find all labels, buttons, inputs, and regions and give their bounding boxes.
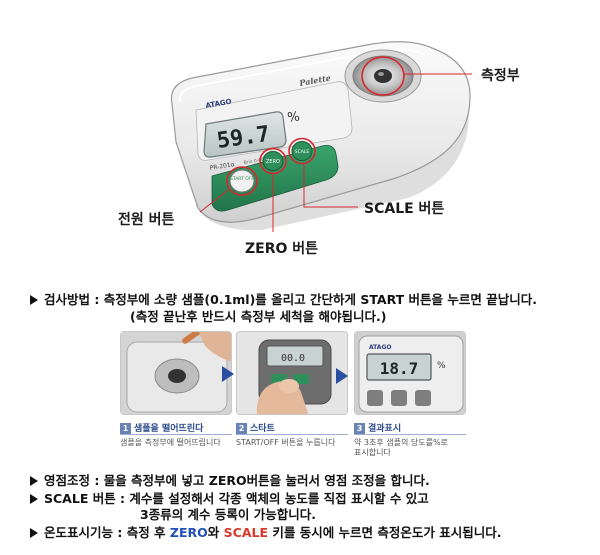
- bullet-triangle-icon: [30, 476, 38, 486]
- method-text: 측정부에 소량 샘플(0.1ml)를 올리고 간단하게 START 버튼을 누르…: [103, 292, 537, 307]
- scale-callout-label: SCALE 버튼: [364, 201, 445, 217]
- method-line: 검사방법 : 측정부에 소량 샘플(0.1ml)를 올리고 간단하게 START…: [30, 289, 537, 308]
- temp-display-pre: 측정 후: [126, 525, 170, 540]
- zero-adjust-line: 영점조정 : 물을 측정부에 넣고 ZERO버튼을 눌러서 영점 조정을 합니다…: [30, 470, 430, 489]
- step-3-brand: ATAGO: [369, 344, 391, 351]
- temp-display-label: 온도표시기능 :: [44, 525, 127, 540]
- start-off-button[interactable]: START OFF: [229, 169, 255, 193]
- temp-display-post: 키를 동시에 누르면 측정온도가 표시됩니다.: [268, 525, 502, 540]
- zero-callout-label: ZERO 버튼: [245, 241, 319, 257]
- step-2-divider: [236, 434, 348, 435]
- prism-callout-label: 측정부: [481, 68, 520, 84]
- step-3-description: 약 3초후 샘플의 당도를%로 표시합니다: [354, 438, 448, 457]
- method-label: 검사방법 :: [44, 292, 104, 307]
- start-off-button-label: START OFF: [230, 176, 254, 182]
- scale-button-line: SCALE 버튼 : 계수를 설정해서 각종 액체의 농도를 직접 표시할 수 …: [30, 488, 429, 507]
- scale-button[interactable]: SCALE: [291, 141, 313, 161]
- step-3-title-text: 결과표시: [368, 424, 402, 434]
- step-3-unit: %: [437, 361, 446, 371]
- zero-button-label: ZERO: [266, 159, 280, 165]
- temp-display-zero: ZERO: [169, 525, 208, 540]
- scale-button-desc-label: SCALE 버튼 :: [44, 491, 130, 506]
- step-2-description: START/OFF 버튼을 누릅니다: [236, 438, 336, 447]
- step-1-description: 샘플을 측정부에 떨어뜨립니다: [120, 438, 221, 447]
- step-arrow-1: [336, 368, 348, 384]
- bullet-triangle-icon: [30, 494, 38, 504]
- scale-callout-ring: [288, 137, 316, 165]
- step-arrow-0: [222, 366, 234, 382]
- power-callout-label: 전원 버튼: [118, 212, 175, 228]
- temp-display-scale: SCALE: [223, 525, 268, 540]
- temp-display-line: 온도표시기능 : 측정 후 ZERO와 SCALE 키를 동시에 누르면 측정온…: [30, 522, 502, 541]
- bullet-triangle-icon: [30, 295, 38, 305]
- lcd-unit: %: [286, 109, 300, 126]
- step-2-number: 2: [236, 423, 247, 434]
- power-callout-ring: [226, 166, 258, 196]
- bullet-triangle-icon: [30, 528, 38, 538]
- step-1-divider: [120, 434, 232, 435]
- model-range: Brix 0-60%: [243, 156, 269, 166]
- step-2-photo: 00.0: [236, 331, 348, 415]
- prism-callout-ring: [361, 56, 405, 96]
- step-3-number: 3: [354, 423, 365, 434]
- step-3-photo: ATAGO 18.7 %: [354, 331, 466, 415]
- prism-sample-well: [344, 49, 422, 103]
- scale-button-desc-text: 계수를 설정해서 각종 액체의 농도를 직접 표시할 수 있고: [129, 491, 429, 506]
- refractometer-illustration: 59.7 % ATAGO Palette PR-201α Brix 0-60% …: [170, 41, 472, 232]
- step-3-reading: 18.7: [380, 359, 419, 378]
- step-3-divider: [354, 434, 466, 435]
- svg-text:00.0: 00.0: [281, 353, 305, 364]
- zero-adjust-label: 영점조정 :: [44, 473, 104, 488]
- step-1-photo: [120, 331, 232, 415]
- step-1-title-text: 샘플을 떨어뜨린다: [134, 424, 204, 434]
- zero-callout-ring: [259, 147, 287, 175]
- temp-display-mid: 와: [207, 525, 224, 540]
- scale-leader-line: [303, 164, 358, 208]
- method-note: (측정 끝난후 반드시 측정부 세척을 해야됩니다.): [130, 309, 387, 324]
- step-2-title-text: 스타트: [250, 424, 275, 434]
- model-name: PR-201α: [209, 161, 235, 172]
- scale-button-desc-text-2: 3종류의 계수 등록이 가능합니다.: [140, 507, 317, 522]
- power-leader-line: [199, 189, 229, 213]
- zero-button[interactable]: ZERO: [262, 151, 284, 171]
- scale-button-label: SCALE: [295, 149, 310, 155]
- zero-adjust-text: 물을 측정부에 넣고 ZERO버튼을 눌러서 영점 조정을 합니다.: [103, 473, 430, 488]
- step-1-number: 1: [120, 423, 131, 434]
